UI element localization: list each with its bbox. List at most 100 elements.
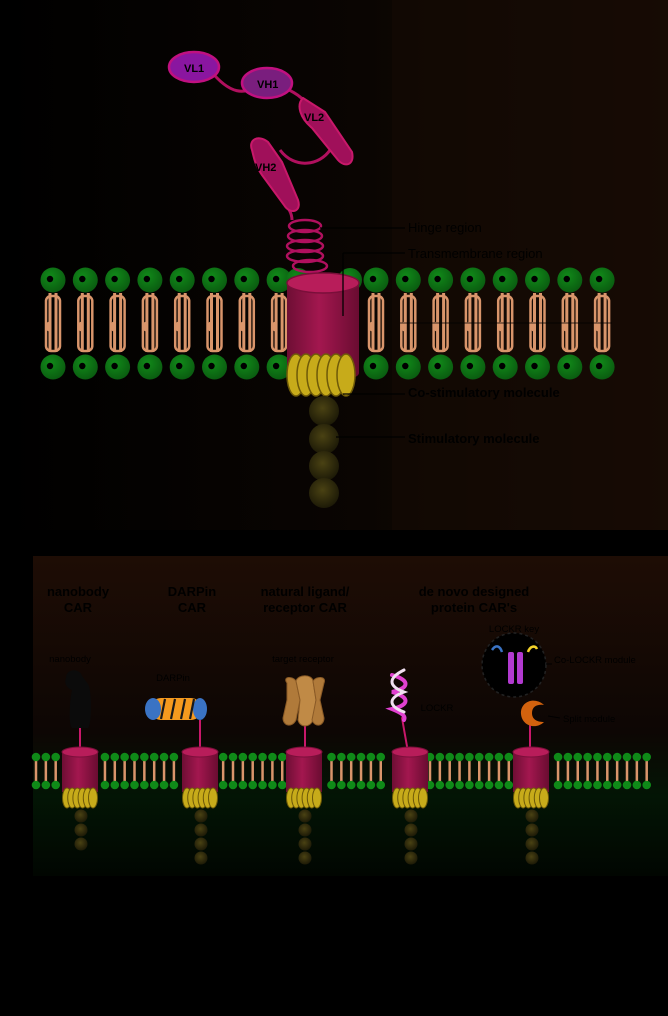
annotation-box (392, 0, 668, 530)
stimulatory-domain (309, 396, 339, 508)
lipid-small (583, 752, 592, 790)
lipid (428, 267, 454, 380)
top-lipid-bilayer (40, 267, 615, 380)
vh1-label: VH1 (257, 79, 278, 91)
ligand-title-line1: natural ligand/ (261, 584, 350, 599)
lipid-small (130, 752, 139, 790)
lipid-small (435, 752, 445, 790)
lipid-small (455, 752, 464, 790)
lipid-small (494, 752, 504, 790)
lipid-small (376, 752, 386, 790)
lockr-part-label: LOCKR (421, 703, 454, 714)
darpin-title-line2: CAR (178, 600, 207, 615)
lipid-small (228, 752, 238, 790)
scfv-domain: VL1 VH1 VL2 VH2 (167, 50, 354, 221)
lipid-small (553, 752, 563, 790)
leader-lines (320, 227, 612, 438)
lipid-small (642, 752, 651, 790)
darpin-part-label: DARPin (156, 673, 190, 684)
denovo-title-line1: de novo designed (419, 584, 530, 599)
bottom-lipid-bilayer (31, 752, 651, 790)
lipid-small (356, 752, 366, 790)
lipid-small (169, 752, 179, 790)
scfv-linker (208, 69, 332, 221)
lipid-small (573, 752, 583, 790)
vh2-label: VH2 (255, 162, 276, 174)
lipid-small (100, 752, 110, 790)
lipid-small (31, 752, 41, 790)
lipid-small (238, 752, 248, 790)
lipid (169, 267, 195, 380)
denovo-title-line2: protein CAR's (431, 600, 517, 615)
vl2-label: VL2 (304, 112, 324, 124)
vl2-domain (298, 96, 354, 166)
lipid-small (248, 752, 257, 790)
lipid (525, 267, 550, 380)
darpin-title-line1: DARPin (168, 584, 216, 599)
lipid-small (159, 752, 169, 790)
bottom-panel-background (33, 556, 668, 876)
lipid-small (622, 752, 632, 790)
car-unit (285, 746, 323, 865)
car-unit (181, 746, 219, 865)
lipid-small (484, 752, 494, 790)
lipid (557, 267, 583, 380)
vl1-label: VL1 (184, 63, 204, 75)
lipid-small (474, 752, 484, 790)
receptor-binder (282, 675, 325, 752)
lipid (363, 267, 389, 380)
lipid (460, 267, 486, 380)
nanobody-part-label: nanobody (49, 654, 91, 665)
lipid (72, 267, 98, 380)
lipid-small (337, 752, 346, 790)
car-unit (391, 746, 429, 865)
lipid (492, 267, 518, 380)
lipid-small (366, 752, 376, 790)
hinge-annotation: Hinge region (408, 220, 482, 235)
lipid-small (51, 752, 60, 790)
lipid-small (268, 752, 277, 790)
bottom-panel: nanobody CAR DARPin CAR natural ligand/ … (31, 556, 668, 876)
vh2-domain (250, 137, 300, 212)
lipid-small (41, 752, 51, 790)
top-panel: VL1 VH1 VL2 VH2 (0, 0, 668, 530)
vh1-domain (240, 66, 294, 100)
coil-loop (336, 353, 356, 397)
lockr-helix (385, 668, 409, 753)
lipid-small (110, 752, 120, 790)
colockr-label: Co-LOCKR module (554, 655, 636, 666)
lipid-small (277, 752, 287, 790)
lipid (137, 267, 163, 380)
lipid-small (593, 752, 602, 790)
transmembrane-annotation: Transmembrane region (408, 246, 543, 261)
colockr-module (481, 632, 552, 698)
lipid-small (140, 752, 149, 790)
costim-annotation: Co-stimulatory molecule (408, 385, 560, 400)
bottom-car-units (61, 746, 550, 865)
lockr-key-label: LOCKR key (489, 624, 539, 635)
lipid-small (218, 752, 228, 790)
nanobody-title-line2: CAR (64, 600, 93, 615)
lipid-small (465, 752, 474, 790)
lipid-small (346, 752, 356, 790)
lipid (202, 267, 227, 380)
lipid-small (445, 752, 455, 790)
ligand-title-line2: receptor CAR (263, 600, 347, 615)
stim-annotation: Stimulatory molecule (408, 431, 539, 446)
lipid (395, 267, 421, 380)
lipid (589, 267, 615, 380)
split-label: Split module (563, 714, 615, 725)
lipid (234, 267, 260, 380)
lipid-small (149, 752, 159, 790)
lipid-small (258, 752, 267, 790)
lipid-small (327, 752, 336, 790)
hinge-coil (285, 218, 329, 274)
car-unit (61, 746, 99, 851)
nanobody-title-line1: nanobody (47, 584, 110, 599)
lipid (40, 267, 66, 380)
receptor-part-label: target receptor (272, 654, 334, 665)
lipid (266, 267, 292, 380)
lipid-small (120, 752, 129, 790)
car-unit (512, 746, 550, 865)
